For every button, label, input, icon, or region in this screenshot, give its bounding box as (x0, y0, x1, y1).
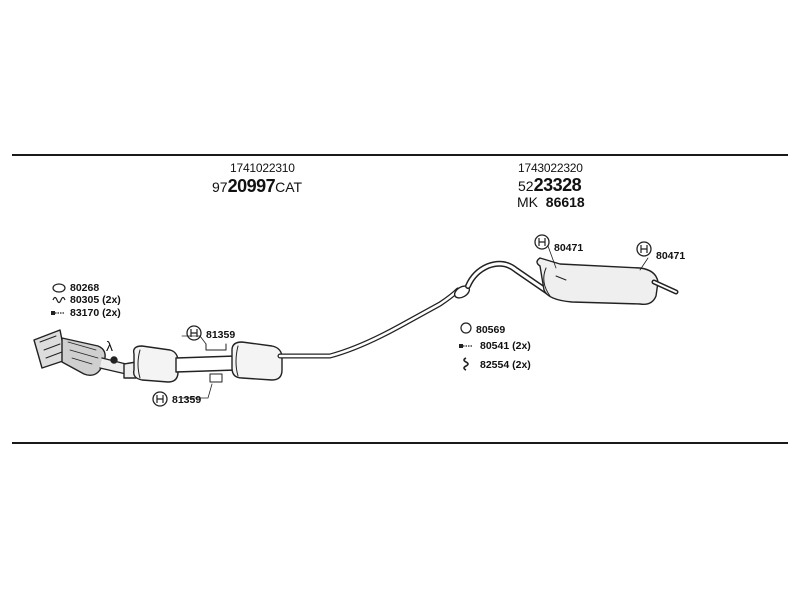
rubber-hanger-icon (186, 325, 202, 341)
ref-flange-spring: 82554 (2x) (480, 359, 531, 371)
spring-icon (52, 296, 66, 304)
rubber-hanger-icon (636, 241, 652, 257)
rear-part-number: 1743022320 (518, 161, 583, 175)
hanger-bracket-top (205, 343, 227, 351)
ref-front-spring: 80305 (2x) (70, 294, 121, 306)
rear-code-main: 23328 (533, 175, 582, 195)
front-code: 9720997CAT (212, 176, 302, 197)
bolt-icon (459, 344, 473, 348)
rubber-hanger-icon (534, 234, 550, 250)
bottom-divider (12, 442, 788, 444)
leader-line-rear-right (639, 257, 649, 271)
rubber-hanger-icon (152, 391, 168, 407)
ref-flange-bolt: 80541 (2x) (480, 340, 531, 352)
rear-code: 5223328 (518, 175, 582, 196)
rear-silencer (536, 257, 659, 306)
middle-pipe-1 (175, 355, 237, 373)
lambda-sensor-boss (110, 356, 118, 364)
middle-muffler (231, 341, 283, 381)
top-divider (12, 154, 788, 156)
rear-mk-number: 86618 (545, 194, 585, 210)
front-code-prefix: 97 (212, 179, 228, 195)
catalytic-converter (33, 329, 127, 377)
spring-icon (463, 357, 469, 371)
lambda-symbol: λ (106, 338, 113, 354)
ref-front-bolt: 83170 (2x) (70, 307, 121, 319)
ref-front-ring: 80268 (70, 282, 100, 294)
front-resonator (132, 345, 179, 383)
hanger-bracket-bottom (209, 373, 223, 383)
ref-rear-hanger-left: 80471 (554, 242, 584, 254)
ring-icon (52, 283, 66, 293)
front-code-suffix: CAT (275, 179, 303, 195)
ref-mid-hanger: 81359 (206, 329, 236, 341)
leader-line-hanger-bottom (181, 383, 213, 399)
ref-rear-hanger-right: 80471 (656, 250, 686, 262)
ring-icon (460, 322, 472, 334)
front-part-number: 1741022310 (230, 161, 295, 175)
ref-lower-hanger: 81359 (172, 394, 202, 406)
rear-code-prefix: 52 (518, 178, 534, 194)
ref-flange-ring: 80569 (476, 324, 506, 336)
leader-line-rear-left (547, 245, 557, 269)
rear-mk-line: MK 86618 (517, 194, 585, 210)
bolt-icon (51, 311, 65, 315)
rear-mk-label: MK (517, 194, 538, 210)
front-code-main: 20997 (227, 176, 276, 196)
